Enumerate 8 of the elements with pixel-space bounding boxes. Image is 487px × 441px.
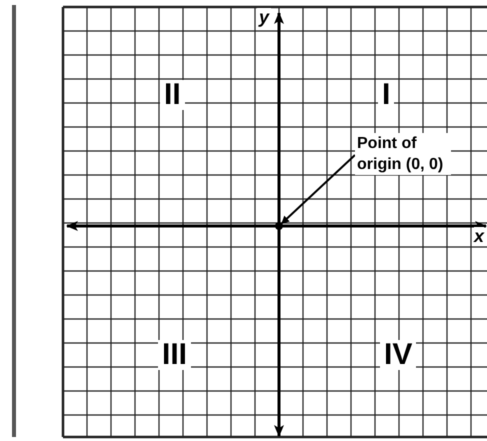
- callout-label: Point of origin (0, 0): [355, 133, 451, 175]
- origin-point: [275, 222, 283, 230]
- leader-line: [281, 154, 356, 224]
- axis-label: x: [474, 227, 484, 245]
- axis-label: II: [160, 80, 185, 110]
- axis-label: III: [158, 340, 192, 370]
- axis-label: y: [257, 8, 272, 26]
- axis-label: IV: [380, 340, 416, 370]
